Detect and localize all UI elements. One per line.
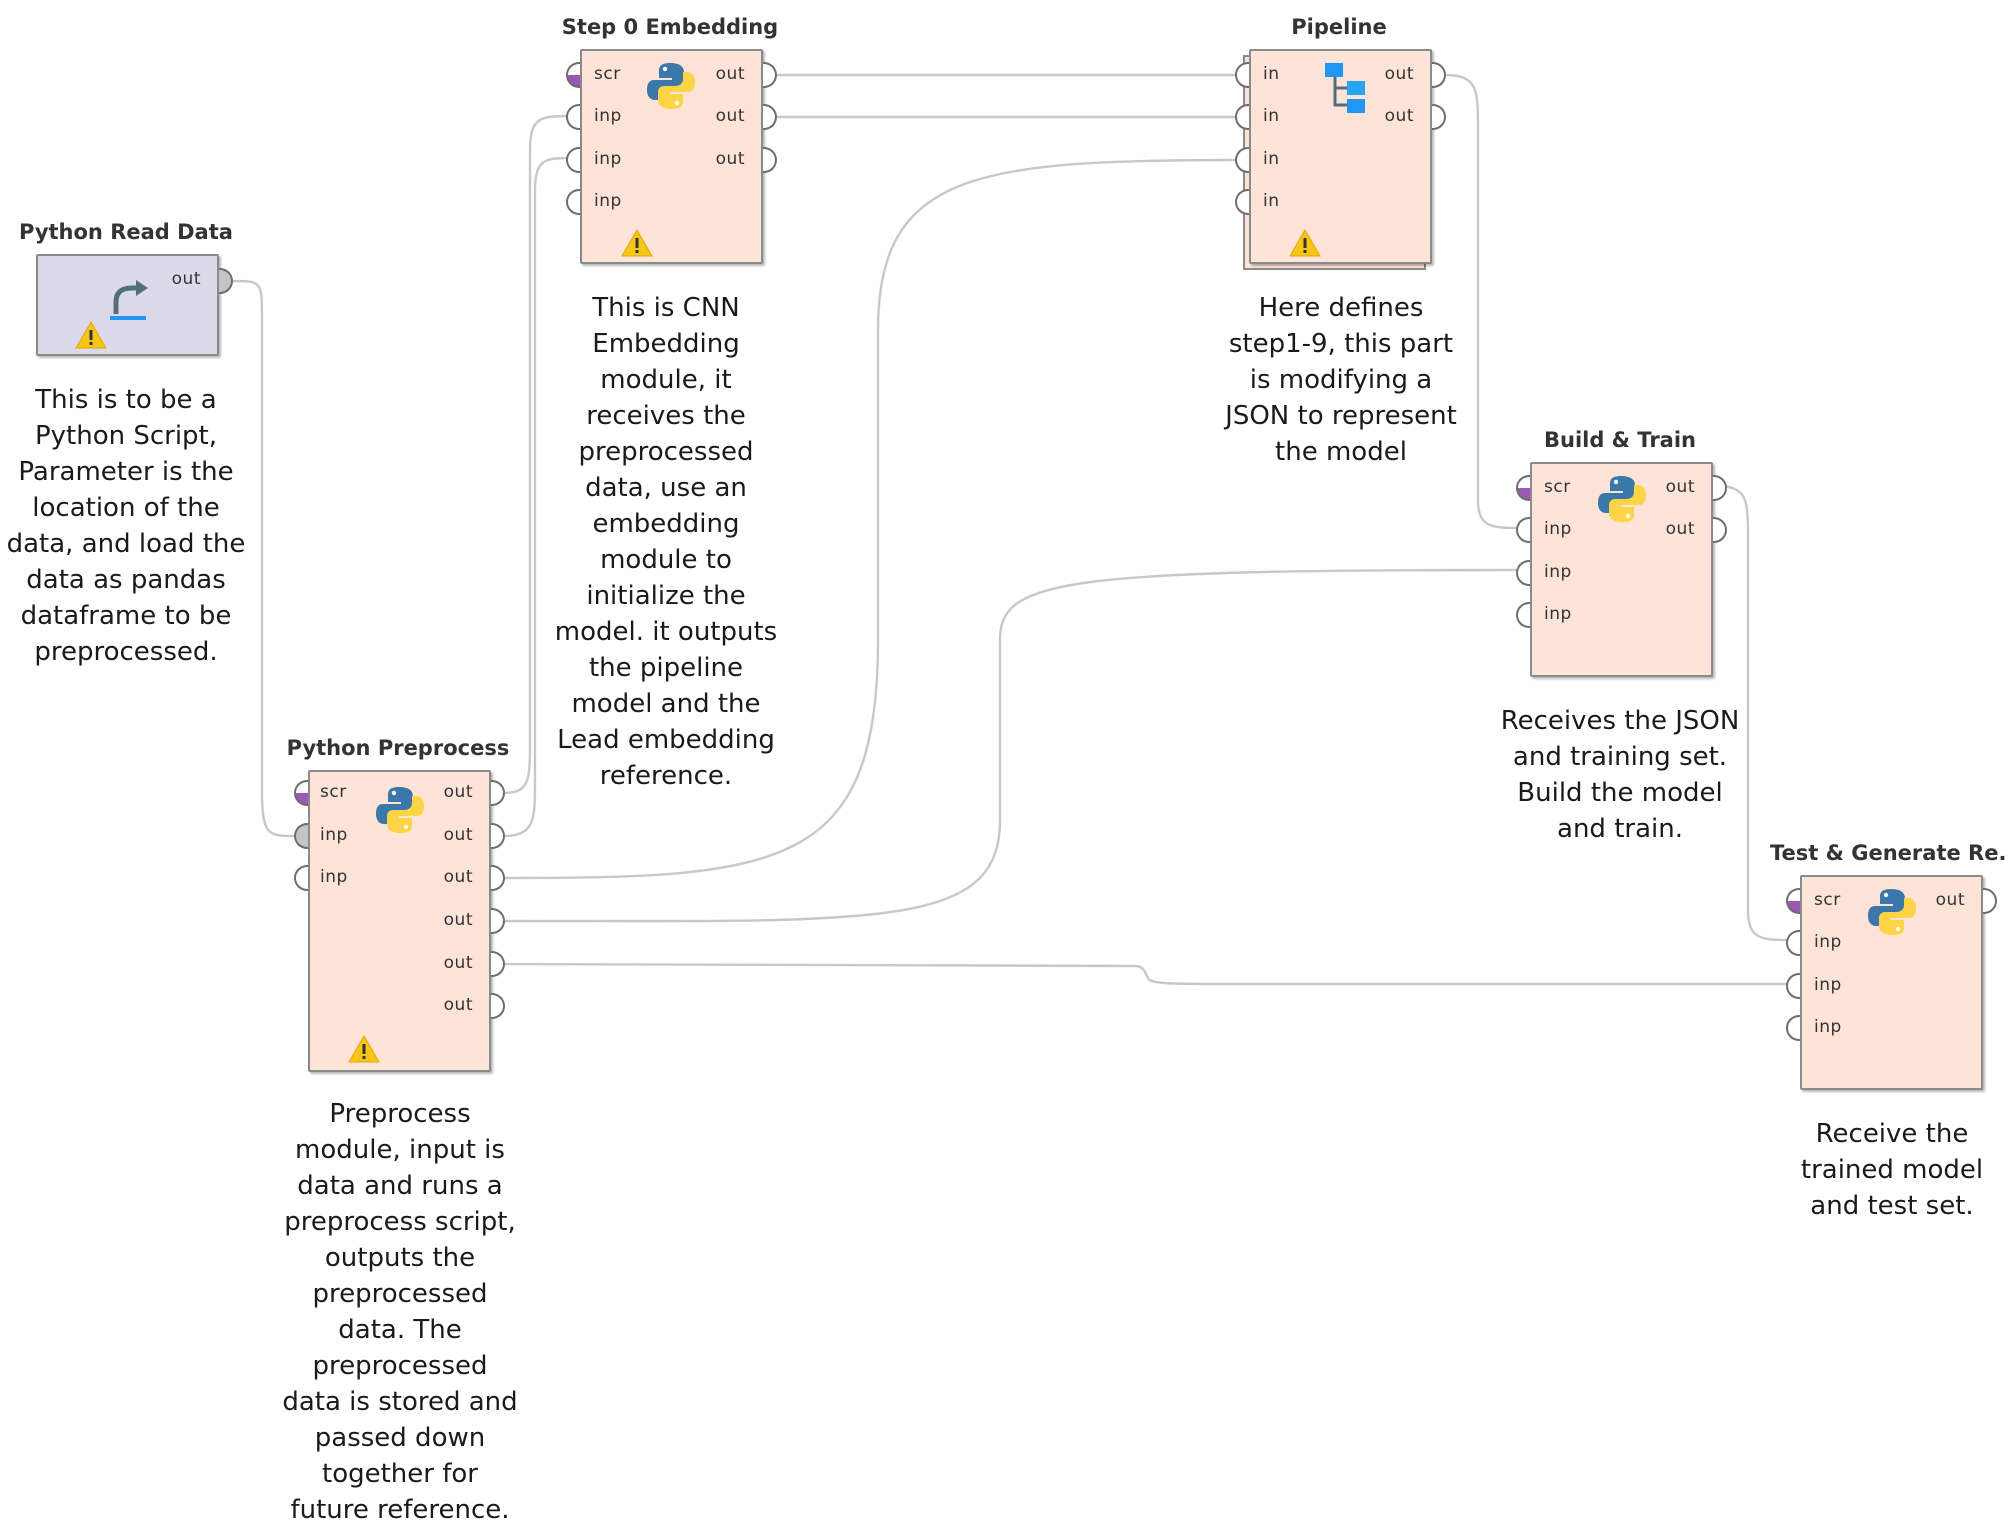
- input-port-inp-3[interactable]: [1516, 602, 1530, 628]
- port-label-out-5: out: [443, 953, 473, 973]
- operator-title: Python Preprocess: [286, 736, 510, 760]
- input-port-scr[interactable]: [1786, 888, 1800, 914]
- input-port-inp-1[interactable]: [566, 104, 580, 130]
- input-port-inp-3[interactable]: [1786, 1015, 1800, 1041]
- port-label-inp-2: inp: [594, 149, 622, 169]
- port-label-inp-3: inp: [594, 191, 622, 211]
- input-port-inp-3[interactable]: [566, 189, 580, 215]
- annotation-embedding: This is CNN Embedding module, it receive…: [554, 293, 778, 791]
- input-port-in-3[interactable]: [1235, 147, 1249, 173]
- annotation-build: Receives the JSON and training set. Buil…: [1500, 706, 1740, 844]
- operator-test-and-generate-report[interactable]: Test & Generate Re... scr inp inp inp ou…: [1770, 841, 2008, 1090]
- operator-pipeline[interactable]: Pipeline in in in in out out: [1235, 15, 1446, 270]
- annotation-test: Receive the trained model and test set.: [1800, 1119, 1984, 1221]
- input-port-inp-2[interactable]: [294, 865, 308, 891]
- port-label-out-4: out: [443, 910, 473, 930]
- operator-python-read-data[interactable]: Python Read Data out: [19, 220, 233, 356]
- port-label-inp-1: inp: [1814, 932, 1842, 952]
- port-label-scr: scr: [1544, 477, 1571, 497]
- port-label-out-2: out: [1384, 106, 1414, 126]
- port-label-in-3: in: [1263, 149, 1280, 169]
- port-label-out-1: out: [443, 782, 473, 802]
- operator-title: Test & Generate Re...: [1770, 841, 2008, 865]
- operator-title: Step 0 Embedding: [561, 15, 779, 39]
- operator-title: Python Read Data: [19, 220, 233, 244]
- port-label-out-1: out: [1665, 477, 1695, 497]
- warning-icon: [75, 320, 107, 349]
- python-logo-icon: [1598, 476, 1646, 522]
- port-label-in-1: in: [1263, 64, 1280, 84]
- input-port-inp-1[interactable]: [1786, 930, 1800, 956]
- port-label-inp-3: inp: [1544, 604, 1572, 624]
- wire-pipeline-to-build[interactable]: [1444, 73, 1519, 530]
- input-port-inp-1[interactable]: [1516, 517, 1530, 543]
- operator-body[interactable]: [36, 254, 219, 356]
- wire-read-to-preprocess[interactable]: [231, 279, 297, 838]
- port-label-scr: scr: [1814, 890, 1841, 910]
- input-port-scr[interactable]: [566, 62, 580, 88]
- wire-preprocess-to-pipeline[interactable]: [502, 158, 1244, 880]
- port-label-out-1: out: [1384, 64, 1414, 84]
- port-label-out-2: out: [715, 106, 745, 126]
- operator-python-preprocess[interactable]: Python Preprocess scr inp inp out out ou…: [287, 736, 509, 1072]
- port-label-inp-2: inp: [1544, 562, 1572, 582]
- warning-icon: [348, 1034, 380, 1063]
- port-label-out-2: out: [1665, 519, 1695, 539]
- warning-icon: [621, 228, 653, 257]
- port-label-scr: scr: [594, 64, 621, 84]
- port-label-out-3: out: [715, 149, 745, 169]
- input-port-scr[interactable]: [294, 780, 308, 806]
- operator-title: Pipeline: [1291, 15, 1387, 39]
- python-logo-icon: [1868, 889, 1916, 935]
- input-port-inp-1[interactable]: [294, 823, 308, 849]
- operator-title: Build & Train: [1543, 428, 1696, 452]
- port-label-in-4: in: [1263, 191, 1280, 211]
- python-logo-icon: [376, 787, 424, 833]
- annotation-preprocess: Preprocess module, input is data and run…: [282, 1099, 518, 1525]
- operator-body[interactable]: [1249, 49, 1432, 264]
- input-port-inp-2[interactable]: [1516, 560, 1530, 586]
- port-label-out-1: out: [1935, 890, 1965, 910]
- annotation-pipeline: Here defines step1-9, this part is modif…: [1225, 293, 1457, 467]
- port-label-out-6: out: [443, 995, 473, 1015]
- wire-preprocess-to-embedding-1[interactable]: [502, 114, 569, 795]
- input-port-inp-2[interactable]: [1786, 973, 1800, 999]
- annotation-read: This is to be a Python Script, Parameter…: [6, 385, 246, 667]
- python-logo-icon: [647, 63, 695, 109]
- wire-preprocess-to-embedding-2[interactable]: [502, 156, 569, 838]
- wire-preprocess-to-build[interactable]: [502, 568, 1519, 923]
- port-label-inp-2: inp: [1814, 975, 1842, 995]
- operator-build-and-train[interactable]: Build & Train scr inp inp inp out out: [1516, 428, 1727, 677]
- port-label-inp-3: inp: [1814, 1017, 1842, 1037]
- input-port-in-4[interactable]: [1235, 189, 1249, 215]
- port-label-in-2: in: [1263, 106, 1280, 126]
- port-label-inp-1: inp: [594, 106, 622, 126]
- wire-build-to-test[interactable]: [1715, 484, 1788, 942]
- port-label-inp-2: inp: [320, 867, 348, 887]
- port-label-inp-1: inp: [320, 825, 348, 845]
- input-port-in-2[interactable]: [1235, 104, 1249, 130]
- port-label-scr: scr: [320, 782, 347, 802]
- operator-step0-embedding[interactable]: Step 0 Embedding scr inp inp inp out out…: [562, 15, 778, 264]
- subprocess-tree-icon: [1325, 63, 1365, 113]
- port-label-out-2: out: [443, 825, 473, 845]
- port-label-inp-1: inp: [1544, 519, 1572, 539]
- curved-arrow-icon: [110, 280, 148, 320]
- warning-icon: [1289, 228, 1321, 257]
- port-label-out-3: out: [443, 867, 473, 887]
- port-label-out: out: [171, 269, 201, 289]
- input-port-scr[interactable]: [1516, 475, 1530, 501]
- wire-preprocess-to-test[interactable]: [502, 962, 1787, 986]
- port-label-out-1: out: [715, 64, 745, 84]
- input-port-inp-2[interactable]: [566, 147, 580, 173]
- input-port-in-1[interactable]: [1235, 62, 1249, 88]
